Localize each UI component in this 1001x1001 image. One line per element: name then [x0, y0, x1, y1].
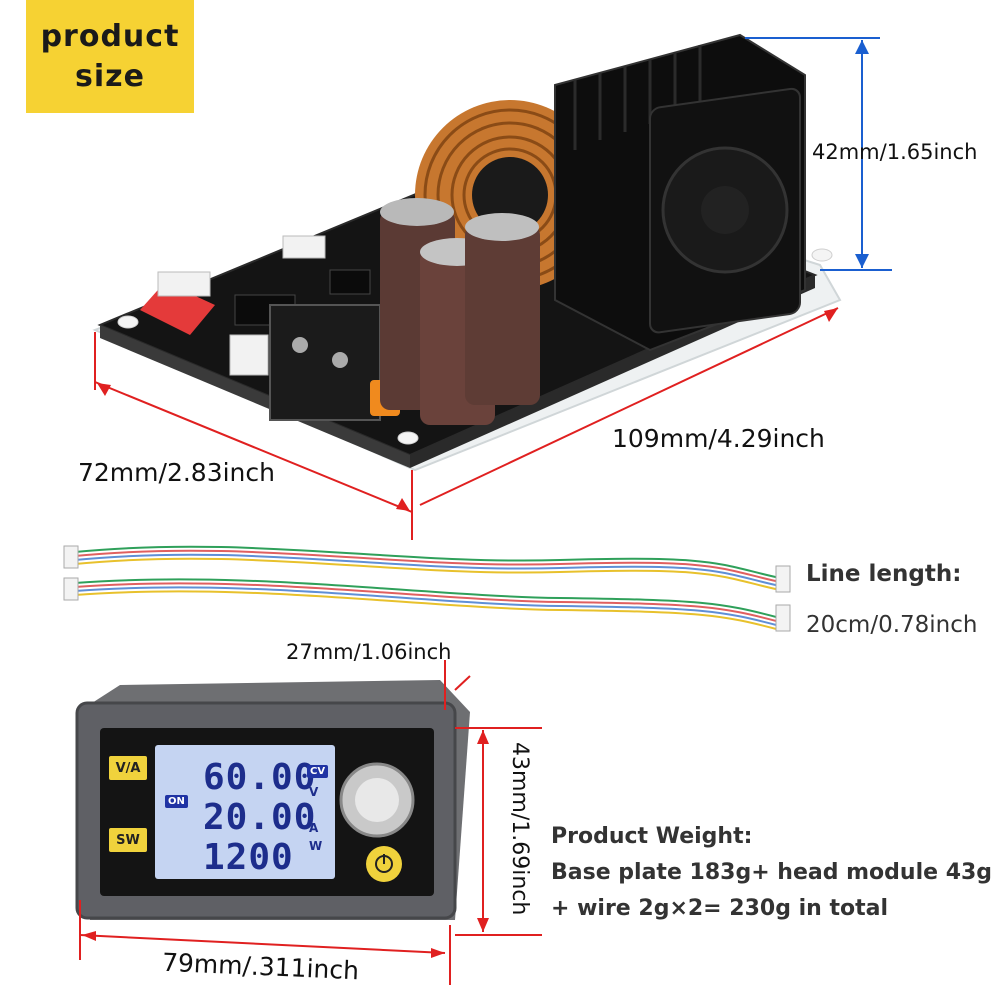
- ribbon-cables: [74, 545, 781, 631]
- line-length-title: Line length:: [806, 561, 962, 587]
- width-label: 72mm/2.83inch: [78, 458, 275, 487]
- dimension-head-width: [79, 934, 446, 954]
- length-label: 109mm/4.29inch: [612, 424, 825, 453]
- head-height-label: 43mm/1.69inch: [507, 742, 532, 916]
- badge-line-2: size: [75, 58, 145, 94]
- badge-line-1: product: [40, 18, 180, 54]
- terminal-block: [269, 304, 381, 421]
- power-readout: 1200: [203, 837, 294, 878]
- connector: [229, 334, 269, 376]
- weight-line-2: + wire 2g×2= 230g in total: [551, 896, 889, 921]
- capacitors: [380, 198, 540, 425]
- on-tag: ON: [165, 795, 188, 808]
- line-length-value: 20cm/0.78inch: [806, 612, 978, 638]
- lcd-display: 60.00 20.00 1200 CV V ON A W: [155, 745, 335, 879]
- current-readout: 20.00: [203, 797, 317, 838]
- va-key[interactable]: V/A: [109, 756, 147, 780]
- connector: [282, 235, 326, 259]
- connector: [157, 271, 211, 297]
- volt-unit: V: [309, 785, 319, 799]
- head-depth-label: 27mm/1.06inch: [286, 640, 452, 664]
- dimension-height: [745, 37, 892, 271]
- weight-line-1: Base plate 183g+ head module 43g: [551, 860, 993, 885]
- voltage-readout: 60.00: [203, 757, 317, 798]
- cv-tag: CV: [307, 765, 329, 778]
- weight-title: Product Weight:: [551, 824, 753, 849]
- amp-unit: A: [309, 821, 319, 835]
- watt-unit: W: [309, 839, 323, 853]
- height-label: 42mm/1.65inch: [812, 140, 978, 164]
- dimension-length: [419, 307, 839, 506]
- product-size-badge: product size: [26, 0, 194, 113]
- sw-key[interactable]: SW: [109, 828, 147, 852]
- dimension-width: [94, 332, 413, 540]
